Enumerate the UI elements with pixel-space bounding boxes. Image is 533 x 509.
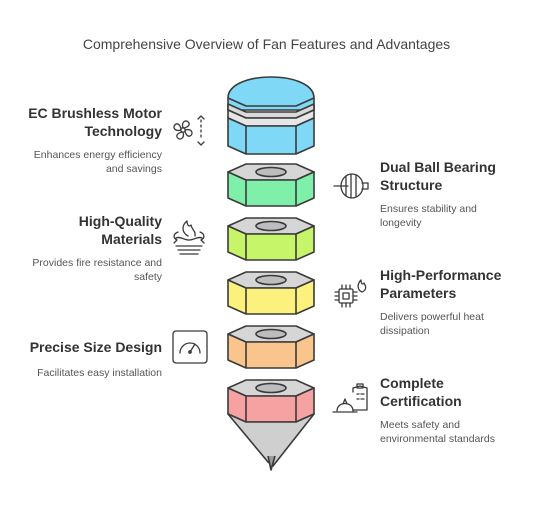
stack-segment-lime bbox=[227, 217, 315, 261]
stack-tip bbox=[227, 413, 315, 471]
feature-size-title: Precise Size Design bbox=[29, 339, 162, 355]
feature-materials-desc: Provides fire resistance and safety bbox=[32, 257, 162, 283]
feature-performance-desc: Delivers powerful heat dissipation bbox=[380, 311, 484, 337]
gauge-icon bbox=[172, 330, 208, 364]
feature-ec-motor-desc: Enhances energy efficiency and savings bbox=[33, 149, 162, 175]
feature-size-desc: Facilitates easy installation bbox=[37, 367, 162, 379]
feature-performance-title: High-Performance Parameters bbox=[380, 267, 502, 301]
stack-cap bbox=[227, 76, 315, 155]
chip-heat-icon bbox=[334, 279, 367, 308]
feature-bearing-desc: Ensures stability and longevity bbox=[380, 203, 477, 229]
stack-segment-green bbox=[227, 163, 315, 207]
feature-ec-motor-title: EC Brushless Motor Technology bbox=[28, 105, 162, 139]
fan-icon bbox=[173, 115, 205, 146]
certificate-icon bbox=[332, 383, 368, 413]
bearing-icon bbox=[333, 173, 369, 199]
feature-certification-desc: Meets safety and environmental standards bbox=[380, 419, 495, 445]
feature-materials-title: High-Quality Materials bbox=[78, 213, 162, 247]
fire-icon bbox=[173, 220, 205, 255]
feature-bearing-title: Dual Ball Bearing Structure bbox=[380, 159, 496, 193]
stack-segment-orange bbox=[227, 325, 315, 369]
stack-segment-yellow bbox=[227, 271, 315, 315]
feature-certification-title: Complete Certification bbox=[380, 375, 462, 409]
diagram-title: Comprehensive Overview of Fan Features a… bbox=[82, 36, 451, 52]
stack-segment-pink bbox=[227, 379, 315, 423]
